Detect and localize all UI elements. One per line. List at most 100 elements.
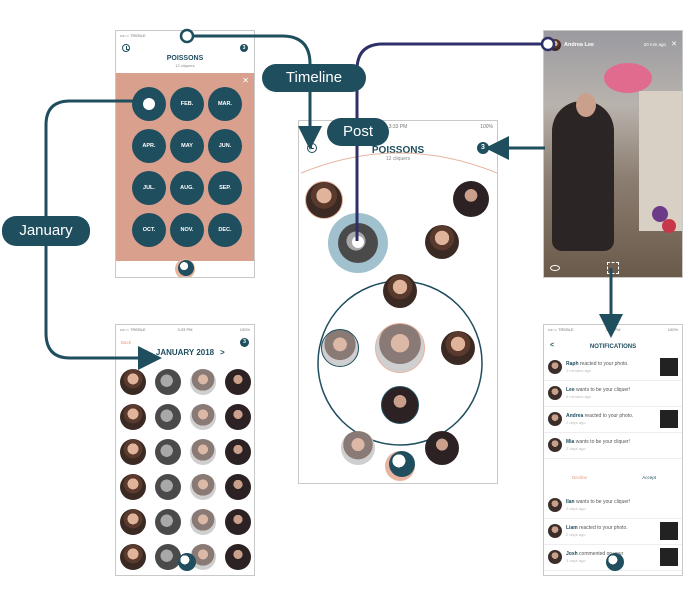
notification-photo-thumbnail[interactable] — [660, 548, 678, 566]
day-photo[interactable] — [120, 439, 146, 465]
day-photo[interactable] — [155, 544, 181, 570]
center-group-photo[interactable] — [375, 323, 425, 373]
divider — [544, 432, 682, 433]
cliquer-avatar[interactable] — [305, 181, 343, 219]
story-user-name: Andrea Lee — [564, 42, 594, 48]
day-photo[interactable] — [155, 474, 181, 500]
decline-button[interactable]: Decline — [572, 475, 588, 480]
cliquer-avatar[interactable] — [441, 331, 475, 365]
story-scene — [544, 31, 682, 277]
notification-avatar[interactable] — [548, 438, 562, 452]
day-photo[interactable] — [225, 509, 251, 535]
month-button[interactable]: OCT. — [132, 213, 166, 247]
notification-user: Raph — [566, 361, 579, 367]
day-photo[interactable] — [120, 404, 146, 430]
day-photo[interactable] — [225, 544, 251, 570]
notification-action: wants to be your cliquer! — [574, 499, 631, 505]
notification-text: Raph reacted to your photo. — [566, 361, 629, 367]
month-button[interactable]: NOV. — [170, 213, 204, 247]
month-button[interactable]: JUN. — [208, 129, 242, 163]
camera-button[interactable] — [606, 553, 624, 571]
divider — [544, 380, 682, 381]
cliquer-avatar[interactable] — [321, 329, 359, 367]
day-photo[interactable] — [225, 439, 251, 465]
notification-row[interactable]: Ilan wants to be your cliquer!2 days ago — [544, 493, 682, 519]
notification-avatar[interactable] — [548, 550, 562, 564]
day-photo[interactable] — [190, 369, 216, 395]
screenshot-icon[interactable] — [607, 262, 619, 274]
month-label: JUN. — [218, 143, 232, 149]
day-photo[interactable] — [225, 474, 251, 500]
day-photo[interactable] — [120, 544, 146, 570]
notification-badge[interactable]: 3 — [240, 44, 248, 52]
status-bar: •••○○ TREBLE 3:33 PM 100% — [544, 325, 682, 334]
day-photo[interactable] — [120, 509, 146, 535]
notification-time: 2 days ago — [566, 420, 586, 425]
notification-row[interactable]: Mia wants to be your cliquer!2 days ago — [544, 433, 682, 459]
camera-button[interactable] — [178, 260, 194, 276]
notification-avatar[interactable] — [548, 360, 562, 374]
post-callout: Post — [327, 118, 389, 146]
cliquer-avatar[interactable] — [425, 225, 459, 259]
notification-row[interactable]: Andrea reacted to your photo.2 days ago — [544, 407, 682, 433]
close-icon[interactable]: ✕ — [242, 76, 249, 85]
day-photo[interactable] — [190, 404, 216, 430]
cliquer-avatar[interactable] — [381, 386, 419, 424]
clock-icon[interactable] — [122, 44, 130, 52]
accept-button[interactable]: Accept — [642, 475, 656, 480]
day-photo[interactable] — [225, 404, 251, 430]
day-photo[interactable] — [155, 439, 181, 465]
notification-row[interactable]: Liam reacted to your photo.2 days ago — [544, 519, 682, 545]
month-button[interactable]: JUL. — [132, 171, 166, 205]
month-button[interactable]: FEB. — [170, 87, 204, 121]
month-button[interactable]: SEP. — [208, 171, 242, 205]
notification-photo-thumbnail[interactable] — [660, 358, 678, 376]
eye-icon[interactable] — [550, 265, 560, 271]
notification-avatar[interactable] — [548, 524, 562, 538]
notification-photo-thumbnail[interactable] — [660, 522, 678, 540]
notification-avatar[interactable] — [548, 412, 562, 426]
day-photo[interactable] — [155, 369, 181, 395]
status-bar: •••○○ TREBLE 3:33 PM 100% — [116, 325, 254, 334]
day-photo[interactable] — [190, 439, 216, 465]
day-photo[interactable] — [190, 509, 216, 535]
day-photo[interactable] — [155, 509, 181, 535]
day-photo[interactable] — [120, 369, 146, 395]
notification-row[interactable]: Raph reacted to your photo.2 minutes ago — [544, 355, 682, 381]
cliquer-avatar[interactable] — [341, 431, 375, 465]
cliquer-avatar[interactable] — [453, 181, 489, 217]
next-month-button[interactable]: > — [220, 348, 225, 357]
close-icon[interactable]: ✕ — [671, 41, 677, 48]
month-button[interactable]: AUG. — [170, 171, 204, 205]
notifications-screen: •••○○ TREBLE 3:33 PM 100% < NOTIFICATION… — [543, 324, 683, 576]
story-user-avatar[interactable] — [549, 39, 561, 51]
day-photo[interactable] — [155, 404, 181, 430]
month-label: MAY — [181, 143, 193, 149]
cliquer-avatar[interactable] — [383, 274, 417, 308]
camera-button[interactable] — [178, 553, 196, 571]
day-photo[interactable] — [190, 474, 216, 500]
notification-photo-thumbnail[interactable] — [660, 410, 678, 428]
back-button[interactable]: < — [550, 342, 555, 349]
month-button[interactable]: DEC. — [208, 213, 242, 247]
notification-avatar[interactable] — [548, 498, 562, 512]
page-title: NOTIFICATIONS — [589, 344, 637, 350]
notification-row[interactable]: Lee wants to be your cliquer!5 minutes a… — [544, 381, 682, 407]
camera-button[interactable] — [389, 451, 415, 477]
day-photo[interactable] — [225, 369, 251, 395]
notification-badge[interactable]: 3 — [240, 338, 249, 347]
notification-avatar[interactable] — [548, 386, 562, 400]
cliquer-avatar[interactable] — [425, 431, 459, 465]
back-link[interactable]: Back — [121, 340, 132, 345]
month-button[interactable]: MAR. — [208, 87, 242, 121]
month-button[interactable]: APR. — [132, 129, 166, 163]
page-subtitle: 12 cliquers — [175, 63, 195, 68]
month-button[interactable]: MAY — [170, 129, 204, 163]
day-photo[interactable] — [120, 474, 146, 500]
month-label: SEP. — [219, 185, 231, 191]
month-label: JUL. — [143, 185, 155, 191]
story-time: 20 min ago — [643, 42, 666, 47]
month-button-selected[interactable] — [132, 87, 166, 121]
month-label: NOV. — [180, 227, 194, 233]
